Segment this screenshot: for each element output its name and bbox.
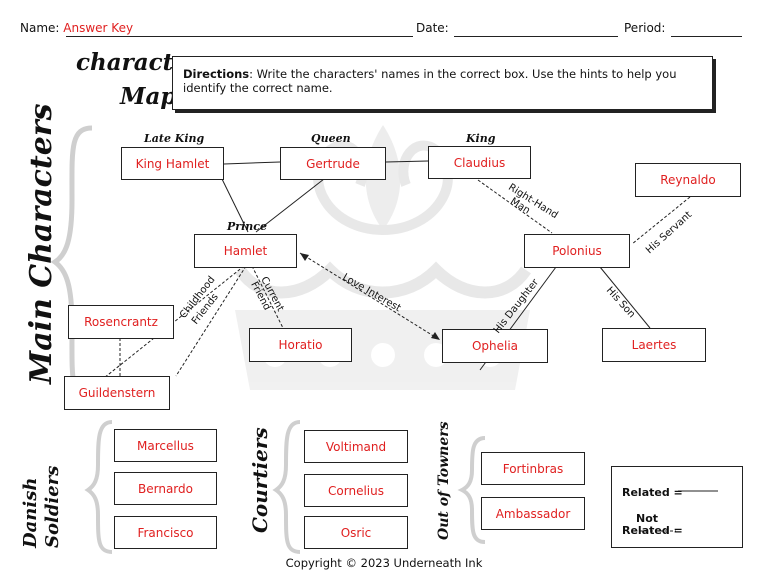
period-line: [671, 36, 742, 37]
legend-related: Related =: [622, 486, 683, 499]
box-polonius: Polonius: [524, 234, 630, 268]
directions-bold: Directions: [183, 67, 250, 81]
brace-courtiers: [272, 420, 301, 554]
box-claudius: Claudius: [428, 146, 531, 179]
copyright-footer: Copyright © 2023 Underneath Ink: [285, 556, 483, 570]
date-label: Date:: [416, 21, 449, 35]
legend-not: Not: [636, 512, 659, 525]
tag-late-king: Late King: [144, 132, 205, 145]
tag-queen: Queen: [311, 132, 351, 145]
box-guildenstern: Guildenstern: [64, 376, 170, 410]
tag-king: King: [466, 132, 496, 145]
box-gertrude: Gertrude: [280, 147, 386, 180]
box-bernardo: Bernardo: [114, 472, 217, 505]
name-line: [66, 36, 413, 37]
name-value: Answer Key: [63, 21, 134, 35]
section-danish-soldiers: Danish Soldiers: [20, 465, 63, 548]
brace-danish: [84, 420, 113, 554]
directions-body: : Write the characters' names in the cor…: [183, 67, 677, 95]
box-voltimand: Voltimand: [304, 430, 408, 463]
legend-box: Related = Not Related =: [611, 466, 743, 548]
box-king-hamlet: King Hamlet: [121, 147, 224, 180]
directions-box: Directions: Write the characters' names …: [172, 56, 713, 110]
directions-text: Directions: Write the characters' names …: [183, 67, 703, 95]
box-osric: Osric: [304, 516, 408, 549]
title-line2: Map: [120, 83, 177, 110]
box-marcellus: Marcellus: [114, 429, 217, 462]
brace-out: [457, 436, 486, 544]
brace-main: [50, 125, 93, 403]
date-line: [454, 36, 618, 37]
box-ophelia: Ophelia: [442, 329, 548, 363]
section-out-of-towners: Out of Towners: [436, 421, 452, 541]
name-field: Name: Answer Key: [20, 21, 133, 35]
box-horatio: Horatio: [249, 328, 352, 362]
tag-prince: Prince: [227, 220, 267, 233]
name-label: Name:: [20, 21, 60, 35]
box-reynaldo: Reynaldo: [635, 163, 741, 197]
box-fortinbras: Fortinbras: [481, 452, 585, 485]
section-main-characters: Main Characters: [24, 103, 59, 384]
box-cornelius: Cornelius: [304, 474, 408, 507]
box-ambassador: Ambassador: [481, 497, 585, 530]
box-francisco: Francisco: [114, 516, 217, 549]
box-hamlet: Hamlet: [194, 234, 297, 268]
legend-not-related: Related =: [622, 524, 683, 537]
period-label: Period:: [624, 21, 666, 35]
box-laertes: Laertes: [602, 328, 706, 362]
box-rosencrantz: Rosencrantz: [68, 305, 174, 339]
section-courtiers: Courtiers: [248, 427, 272, 533]
